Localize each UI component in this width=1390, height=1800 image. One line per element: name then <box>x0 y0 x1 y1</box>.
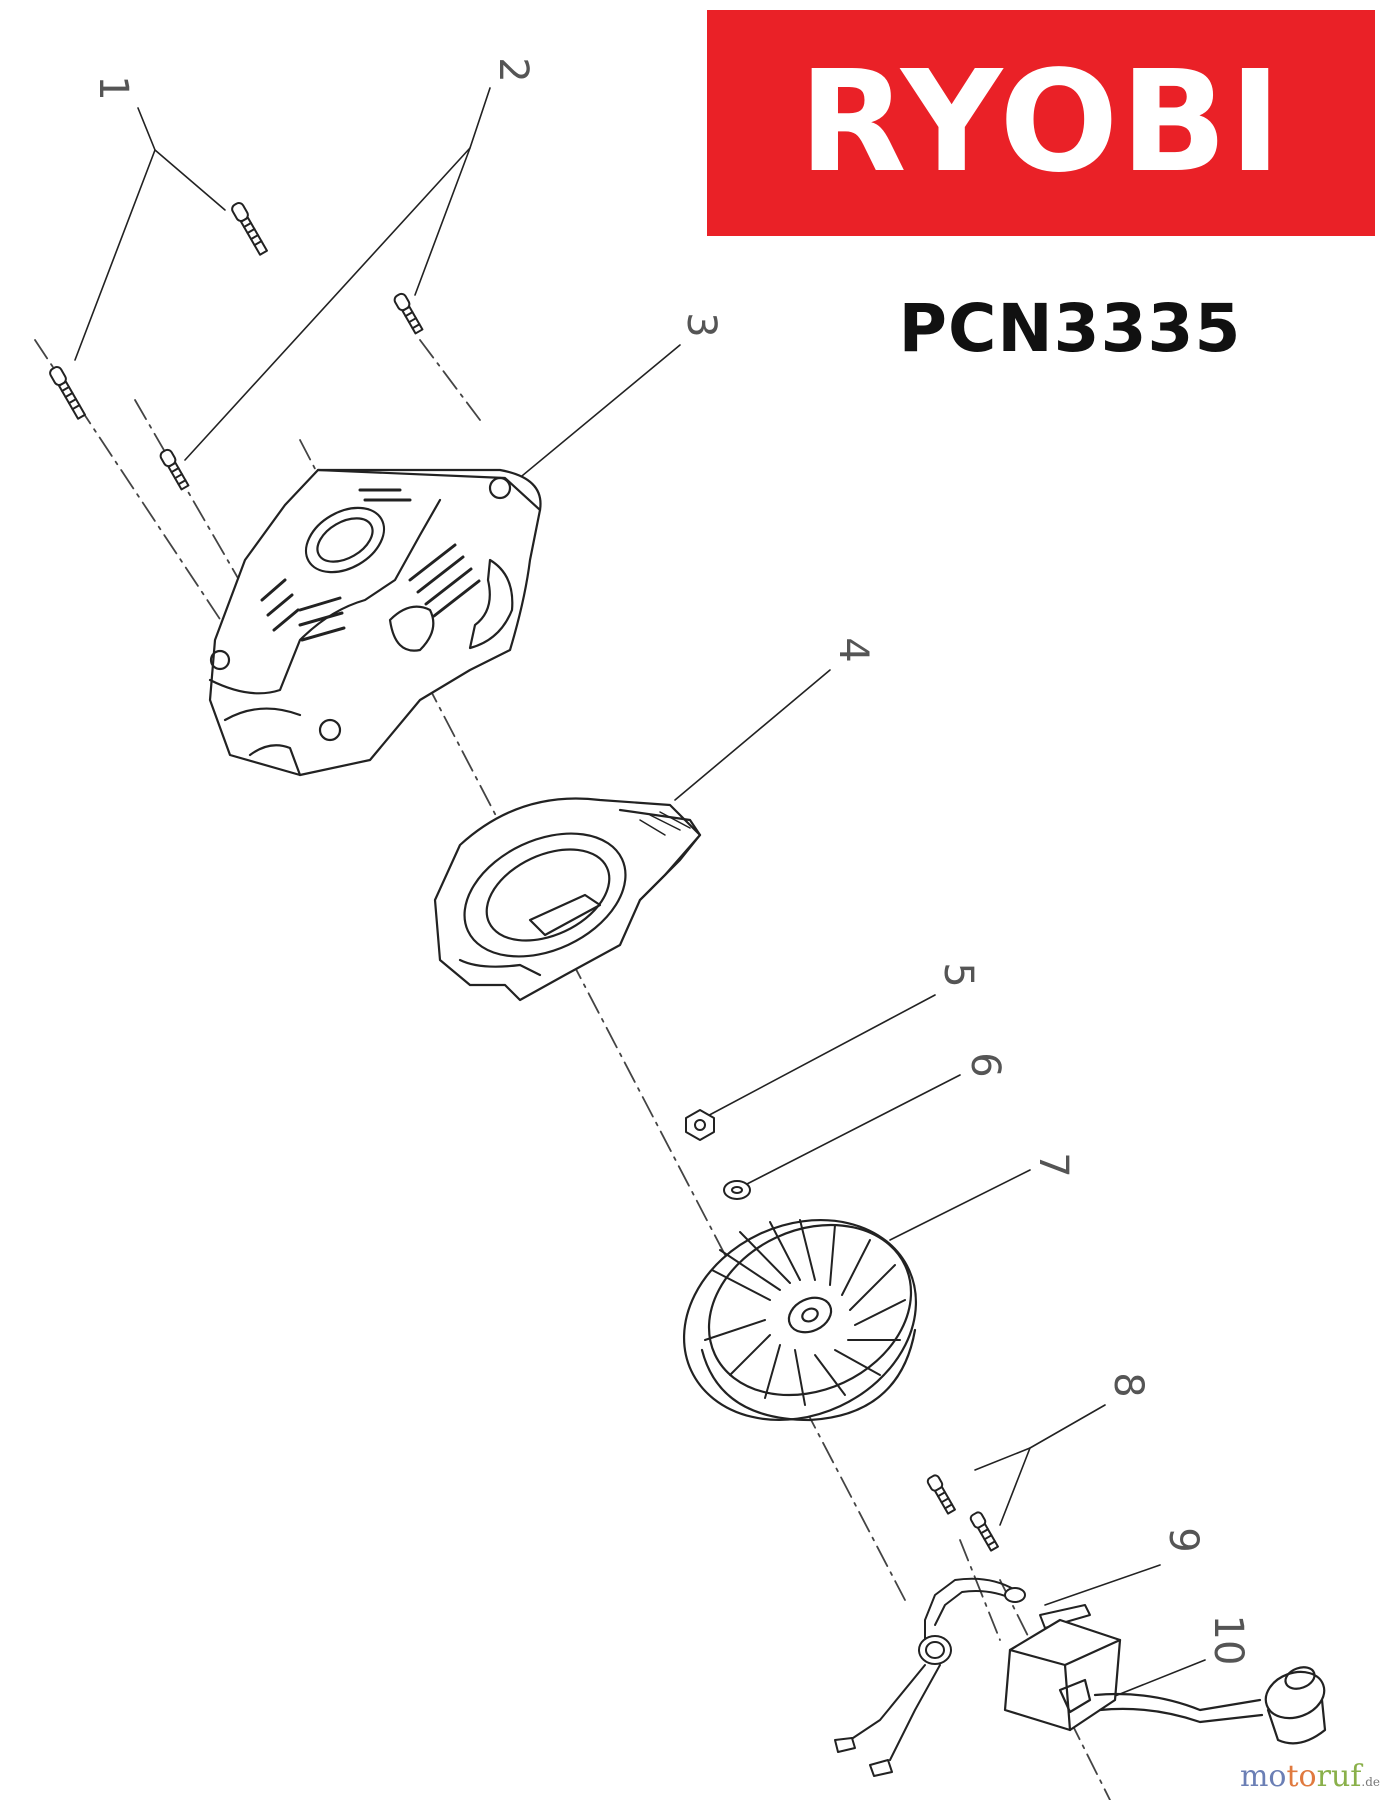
nut-part-5 <box>685 1109 715 1141</box>
flywheel-part-7 <box>682 1218 918 1422</box>
washer-part-6 <box>723 1180 751 1200</box>
callout-2: 2 <box>490 57 536 82</box>
watermark-suffix: .de <box>1361 1775 1380 1789</box>
callout-6: 6 <box>962 1052 1008 1077</box>
fan-housing-part-4 <box>433 797 702 1002</box>
screw-part-8 <box>926 1474 999 1552</box>
screw-part-1 <box>49 202 268 420</box>
starter-housing-part-3 <box>208 468 542 777</box>
ryobi-logo: RYOBI <box>707 10 1375 236</box>
callout-9: 9 <box>1160 1527 1206 1552</box>
logo-text: RYOBI <box>798 41 1284 204</box>
callout-10: 10 <box>1205 1615 1251 1666</box>
callout-8: 8 <box>1105 1372 1151 1397</box>
model-number: PCN3335 <box>898 290 1242 367</box>
wire-part-9 <box>834 1577 1091 1777</box>
callout-numbers: 1 2 3 4 5 6 7 8 9 10 <box>90 57 1251 1665</box>
callout-7: 7 <box>1030 1152 1076 1177</box>
callout-4: 4 <box>830 637 876 662</box>
screw-part-2 <box>159 292 424 491</box>
callout-1: 1 <box>90 75 136 100</box>
assembly-axis-lines <box>34 339 1111 1800</box>
ignition-coil-part-10 <box>1003 1618 1327 1745</box>
callout-5: 5 <box>935 962 981 987</box>
leader-lines <box>74 87 1206 1701</box>
callout-3: 3 <box>678 312 724 337</box>
motoruf-watermark: motoruf.de <box>1239 1759 1380 1794</box>
